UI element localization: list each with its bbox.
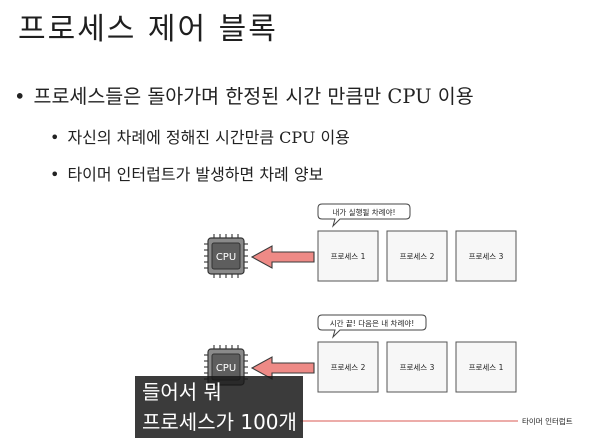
process-box-top-1: 프로세스 1 — [317, 230, 379, 282]
process-box-bottom-1: 프로세스 2 — [317, 341, 379, 393]
process-box-top-2: 프로세스 2 — [386, 230, 448, 282]
process-box-bottom-3: 프로세스 1 — [455, 341, 517, 393]
bullet-level2: • 자신의 차례에 정해진 시간만큼 CPU 이용 — [50, 124, 350, 148]
cpu-label: CPU — [216, 252, 236, 263]
bullet-text: 자신의 차례에 정해진 시간만큼 CPU 이용 — [67, 128, 350, 147]
process-label: 프로세스 3 — [469, 252, 504, 261]
cpu-chip-top: CPU — [204, 234, 248, 278]
bullet-level1: • 프로세스들은 돌아가며 한정된 시간 만큼만 CPU 이용 — [14, 80, 474, 109]
bullet-dot: • — [14, 85, 26, 108]
video-caption-overlay: 들어서 뭐 프로세스가 100개 — [135, 376, 303, 438]
caption-line: 프로세스가 100개 — [142, 410, 297, 434]
speech-bubble-top: 내가 실행될 차례야! — [317, 203, 411, 228]
arrow-to-cpu-top — [250, 245, 315, 269]
process-label: 프로세스 3 — [400, 363, 435, 372]
slide-title: 프로세스 제어 블록 — [18, 12, 278, 47]
process-box-bottom-2: 프로세스 3 — [386, 341, 448, 393]
process-label: 프로세스 1 — [331, 252, 366, 261]
process-label: 프로세스 2 — [400, 252, 435, 261]
bullet-dot: • — [50, 165, 60, 184]
bullet-text: 타이머 인터럽트가 발생하면 차례 양보 — [67, 165, 324, 184]
bullet-level2: • 타이머 인터럽트가 발생하면 차례 양보 — [50, 161, 323, 185]
speech-text: 시간 끝! 다음은 내 차례야! — [330, 318, 415, 328]
cpu-label: CPU — [216, 363, 236, 374]
timer-interrupt-label: 타이머 인터럽트 — [522, 416, 573, 426]
process-box-top-3: 프로세스 3 — [455, 230, 517, 282]
process-label: 프로세스 2 — [331, 363, 366, 372]
process-label: 프로세스 1 — [469, 363, 504, 372]
speech-bubble-bottom: 시간 끝! 다음은 내 차례야! — [317, 314, 427, 339]
bullet-text: 프로세스들은 돌아가며 한정된 시간 만큼만 CPU 이용 — [33, 85, 474, 108]
bullet-dot: • — [50, 128, 60, 147]
speech-text: 내가 실행될 차례야! — [333, 207, 396, 217]
caption-line: 들어서 뭐 — [142, 380, 222, 404]
